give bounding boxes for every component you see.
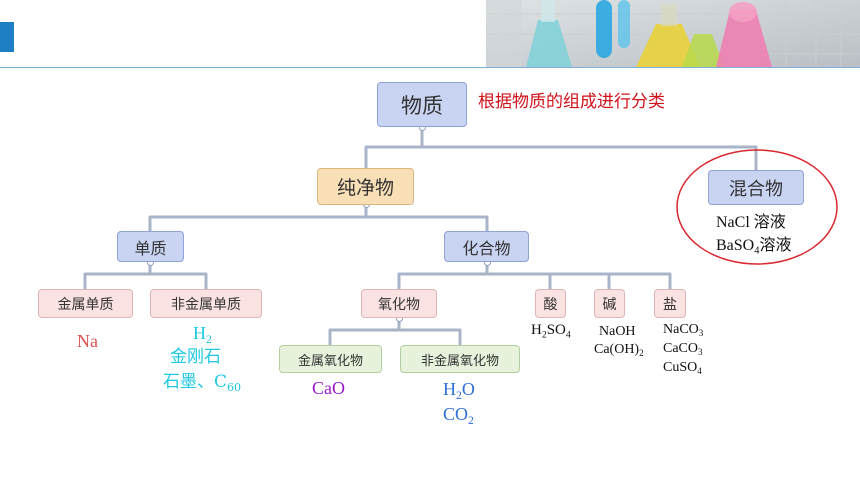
example-nonmetal-h2: H2 [193, 323, 212, 347]
node-mixture: 混合物 [708, 170, 804, 205]
node-element: 单质 [117, 231, 184, 262]
example-mixture-nacl-solution: NaCl 溶液 [716, 214, 786, 231]
header-divider [0, 67, 860, 68]
example-nonmetal-diamond: 金刚石 [170, 347, 221, 367]
node-acid: 酸 [535, 289, 566, 318]
node-nonmetal-element: 非金属单质 [150, 289, 262, 318]
example-acid: H2SO4 [531, 322, 571, 341]
node-base: 碱 [594, 289, 625, 318]
example-base-caoh2: Ca(OH)2 [594, 342, 644, 359]
example-metal-oxide: CaO [312, 378, 345, 398]
example-carbon-dioxide: CO2 [443, 404, 474, 428]
node-salt: 盐 [654, 289, 686, 318]
node-compound: 化合物 [444, 231, 529, 262]
example-salt-caco3: CaCO3 [663, 341, 703, 358]
mixture-highlight-circle [676, 149, 838, 265]
title-accent-bar [0, 22, 14, 52]
node-substance: 物质 [377, 82, 467, 127]
node-metal-oxide: 金属氧化物 [279, 345, 382, 373]
node-metal-element: 金属单质 [38, 289, 133, 318]
header-lab-glassware-image [486, 0, 860, 67]
example-nonmetal-graphite-c60: 石墨、C60 [163, 372, 242, 394]
example-metal-element: Na [77, 331, 98, 351]
example-salt-cuso4: CuSO4 [663, 360, 702, 377]
example-water: H2O [443, 379, 475, 403]
example-mixture-baso4-solution: BaSO4溶液 [716, 237, 792, 257]
example-base-naoh: NaOH [599, 324, 636, 339]
node-pure-substance: 纯净物 [317, 168, 414, 205]
classification-annotation: 根据物质的组成进行分类 [478, 92, 665, 112]
example-salt-naco3: NaCO3 [663, 322, 704, 339]
node-nonmetal-oxide: 非金属氧化物 [400, 345, 520, 373]
node-oxide: 氧化物 [361, 289, 437, 318]
